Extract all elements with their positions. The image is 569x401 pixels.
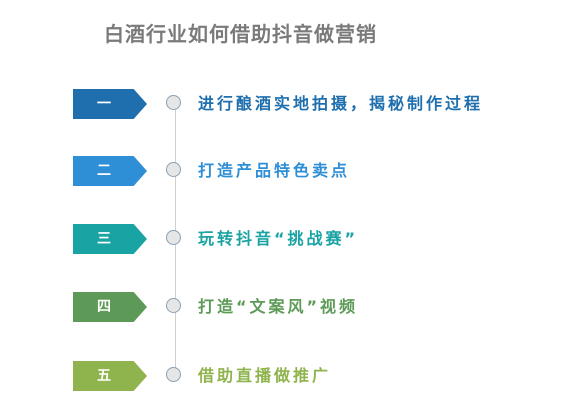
step-label-3: 玩转抖音“挑战赛” — [198, 229, 359, 248]
step-label-4: 打造“文案风”视频 — [198, 297, 359, 316]
step-badge-3: 三 — [73, 224, 147, 254]
step-row-4: 四 打造“文案风”视频 — [0, 292, 569, 322]
step-label-2: 打造产品特色卖点 — [198, 161, 351, 180]
timeline-node-5 — [166, 367, 181, 382]
diagram-title: 白酒行业如何借助抖音做营销 — [104, 22, 377, 46]
step-label-1: 进行酿酒实地拍摄，揭秘制作过程 — [198, 94, 484, 113]
step-badge-5: 五 — [73, 361, 147, 391]
step-badge-2: 二 — [73, 156, 147, 186]
step-row-3: 三 玩转抖音“挑战赛” — [0, 224, 569, 254]
timeline-node-1 — [166, 95, 181, 110]
timeline-node-4 — [166, 298, 181, 313]
step-row-2: 二 打造产品特色卖点 — [0, 156, 569, 186]
step-badge-1: 一 — [73, 89, 147, 119]
step-row-1: 一 进行酿酒实地拍摄，揭秘制作过程 — [0, 89, 569, 119]
timeline-node-3 — [166, 230, 181, 245]
step-label-5: 借助直播做推广 — [198, 366, 332, 385]
step-badge-4: 四 — [73, 292, 147, 322]
step-row-5: 五 借助直播做推广 — [0, 361, 569, 391]
timeline-node-2 — [166, 162, 181, 177]
